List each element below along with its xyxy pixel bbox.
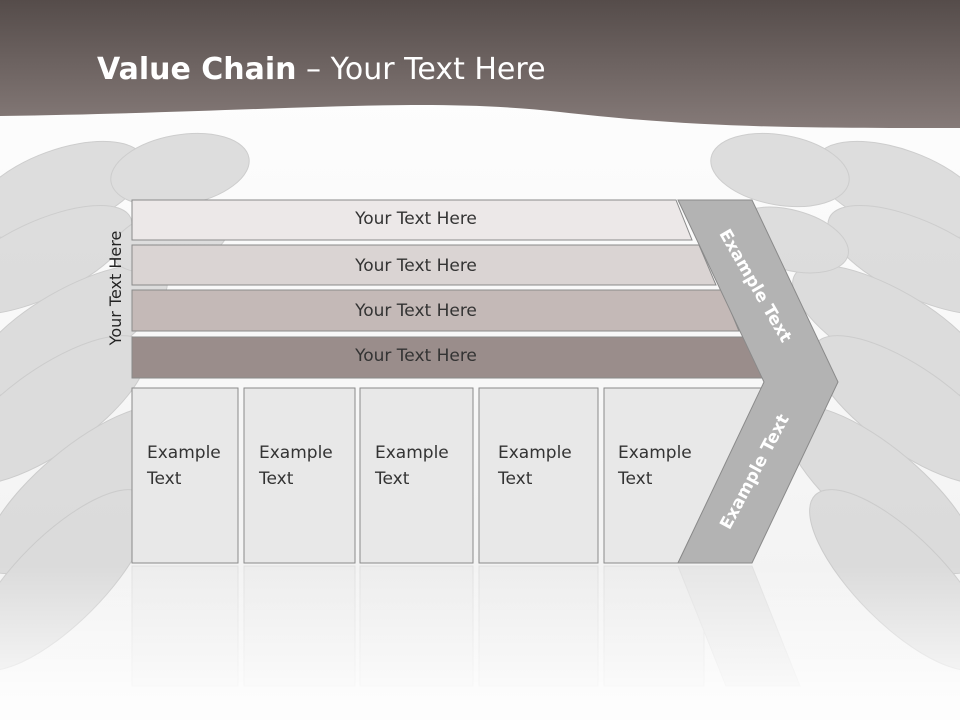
row-bar [131,199,693,241]
row-bar [131,244,717,286]
reflection-fade [0,566,960,720]
column-box [359,387,474,564]
side-label: Your Text Here [106,230,125,346]
row-label: Your Text Here [355,209,477,229]
row-bar [131,289,740,332]
header-band [0,0,960,128]
row-label: Your Text Here [355,301,477,321]
title-bold: Value Chain [97,52,297,87]
column-box [243,387,356,564]
column-box [478,387,599,564]
row-label: Your Text Here [355,256,477,276]
slide-title: Value Chain – Your Text Here [97,52,546,87]
title-rest: – Your Text Here [296,52,546,87]
column-box [131,387,239,564]
chevron-arrow [677,199,839,564]
row-label: Your Text Here [355,346,477,366]
